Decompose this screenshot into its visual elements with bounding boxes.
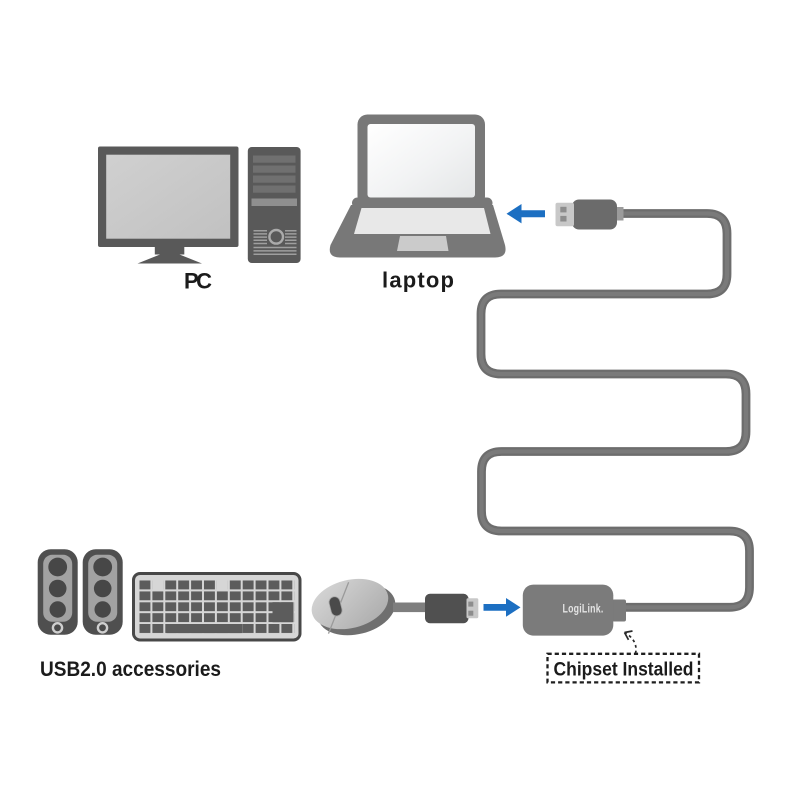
extension-cable (476, 209, 754, 612)
chipset-callout: Chipset Installed (546, 630, 701, 684)
spacebar-key (166, 624, 243, 634)
laptop-icon (329, 114, 506, 258)
chipset-callout-label: Chipset Installed (554, 660, 694, 681)
adapter-stub (612, 599, 626, 622)
plug-body (425, 593, 469, 624)
plug-body (572, 199, 617, 230)
extension-cable-sheen (478, 211, 752, 610)
tower-vent (253, 228, 297, 256)
speaker-port (96, 622, 109, 634)
callout-arrowhead (623, 630, 633, 641)
monitor-stand-base (137, 254, 202, 264)
speakers-icon (37, 549, 123, 635)
monitor-stand-neck (154, 247, 185, 255)
plug-contact-hole (560, 206, 567, 213)
adapter-brand-label: LogiLink. (563, 602, 604, 616)
tower-drive-slats (251, 155, 297, 206)
keyboard-keys (139, 580, 295, 634)
dashed-callout-arrow-icon (624, 631, 637, 654)
speaker-left (37, 549, 78, 635)
usb-a-plug-to-adapter-icon (425, 593, 479, 624)
desktop-pc-icon (98, 146, 301, 264)
accessory-cable (393, 602, 428, 613)
usb-a-plug-to-laptop-icon (555, 199, 624, 230)
adapter-body (522, 584, 614, 636)
usb-extension-adapter-icon: LogiLink. (522, 584, 626, 636)
plug-metal-tip (555, 202, 574, 227)
plug-contact-hole (468, 610, 474, 616)
chipset-callout-box (546, 652, 701, 684)
laptop-trackpad (397, 236, 449, 251)
laptop-keyboard-deck (354, 208, 491, 234)
plug-neck (613, 207, 624, 221)
accessories-label: USB2.0 accessories (40, 658, 221, 681)
pc-label: PC (184, 269, 212, 294)
mouse-scroll-wheel (328, 596, 343, 617)
monitor-screen (106, 154, 231, 239)
speaker-port (51, 622, 64, 634)
laptop-screen (367, 124, 475, 198)
plug-contact-hole (560, 215, 567, 222)
mouse-icon (311, 578, 396, 636)
laptop-label: laptop (382, 268, 454, 293)
speaker-right (82, 549, 123, 635)
keyboard-icon (132, 572, 302, 642)
arrow-to-adapter-icon (483, 598, 521, 617)
enter-key (272, 602, 294, 623)
mouse-body (311, 578, 389, 630)
arrow-to-laptop-icon (506, 204, 545, 224)
plug-contact-hole (468, 601, 474, 607)
